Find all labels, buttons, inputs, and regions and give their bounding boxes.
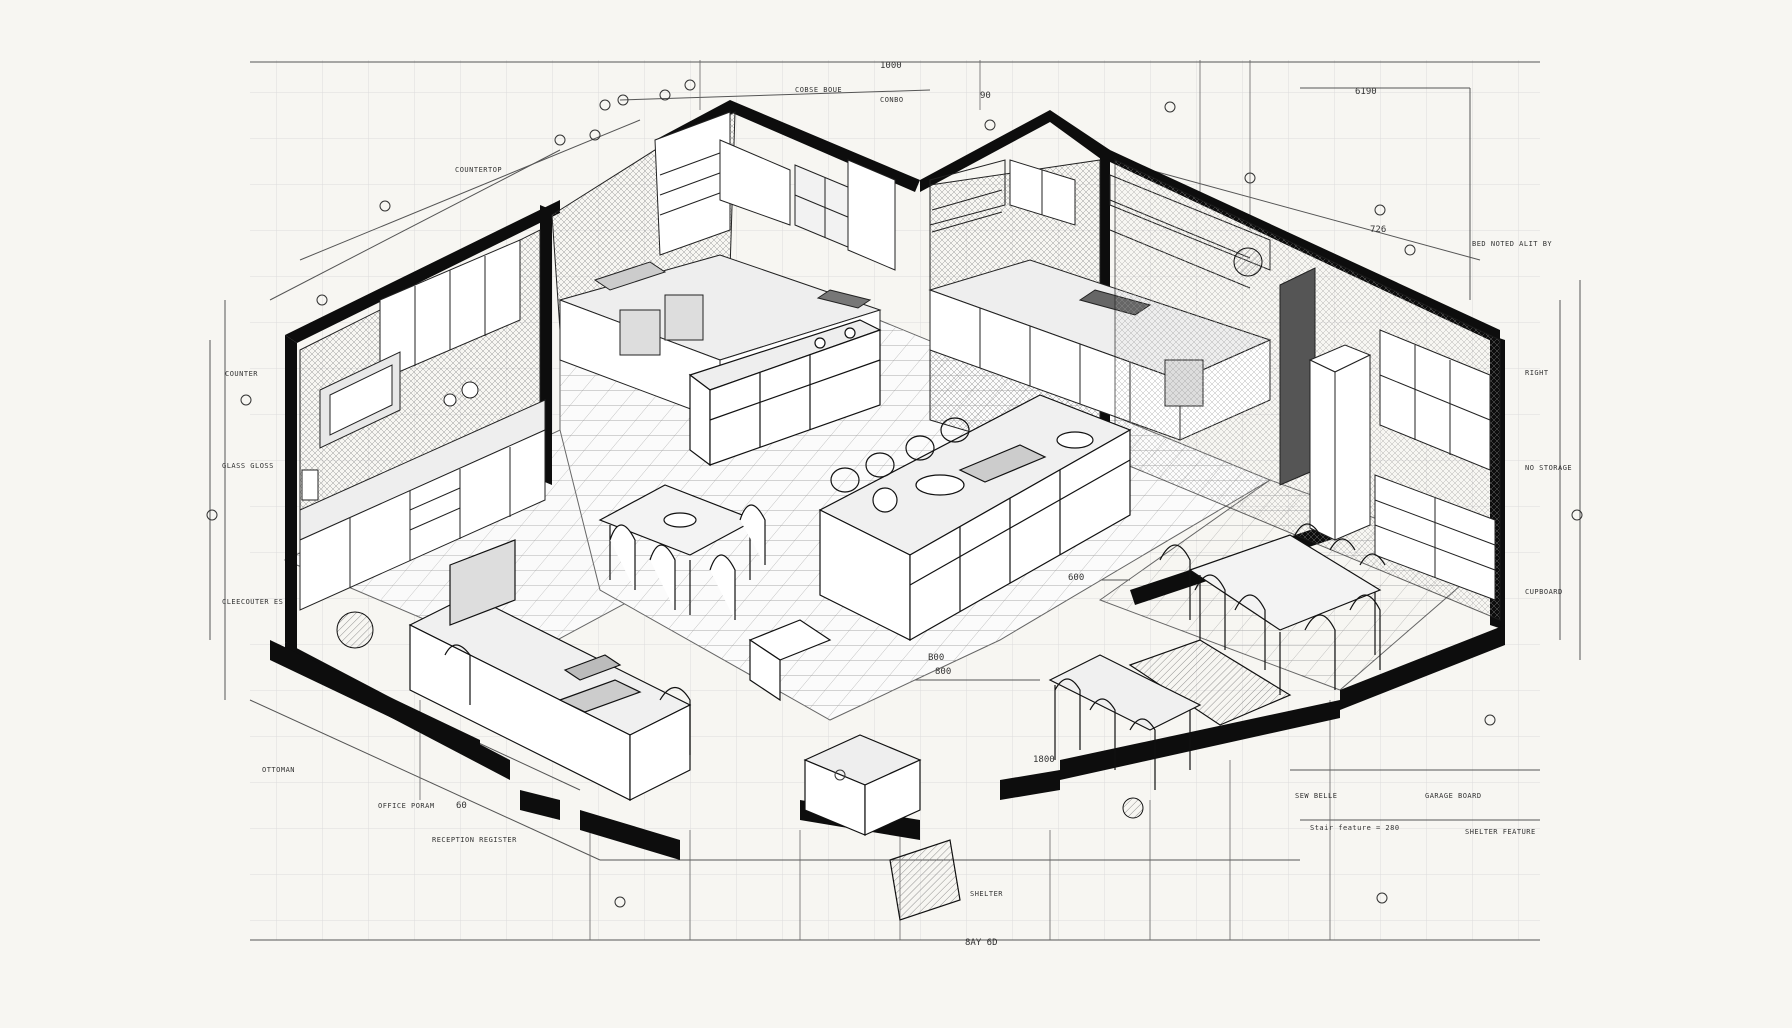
- label-floor-c: 1800: [1033, 755, 1055, 765]
- label-glass: GLASS GLOSS: [222, 462, 274, 470]
- label-sew: SEW BELLE: [1295, 792, 1337, 800]
- bottom-cabinet: [748, 619, 961, 921]
- label-garage: GARAGE BOARD: [1425, 792, 1482, 800]
- small-dining-table: [598, 484, 766, 620]
- label-top-right-dim: 6190: [1355, 87, 1377, 97]
- label-dim-60: 60: [456, 801, 467, 811]
- bar-counter: [1048, 654, 1202, 790]
- label-top-b: CONBO: [880, 96, 904, 104]
- walls: [270, 100, 1505, 860]
- label-top-dim: 1000: [880, 61, 902, 71]
- label-floor-a: B00: [928, 653, 944, 663]
- right-dining-table: [1128, 523, 1386, 726]
- label-counter: COUNTER: [225, 370, 258, 378]
- label-right-storage: NO STORAGE: [1525, 464, 1572, 472]
- label-office: OFFICE PORAM: [378, 802, 435, 810]
- label-counter-es: CLEECOUTER ES: [222, 598, 283, 606]
- label-dim-726: 726: [1370, 225, 1386, 235]
- label-stair: Stair feature = 280: [1310, 824, 1400, 832]
- label-floor-d: 600: [1068, 573, 1084, 583]
- label-right-right: RIGHT: [1525, 369, 1549, 377]
- label-ottoman: OTTOMAN: [262, 766, 295, 774]
- label-reception: RECEPTION REGISTER: [432, 836, 517, 844]
- label-right-wall-note: BED NOTED ALIT BY: [1472, 240, 1552, 248]
- plants: [336, 247, 1263, 819]
- right-room-fixtures: [1114, 159, 1501, 621]
- desk-counter: [408, 539, 692, 801]
- left-wall-kitchen: [299, 229, 546, 611]
- label-floor-b: 800: [935, 667, 951, 677]
- center-island: [688, 319, 882, 467]
- bar-stools: [830, 417, 970, 493]
- label-right-cupboard: CUPBOARD: [1525, 588, 1563, 596]
- label-shelter: SHELTER: [970, 890, 1003, 898]
- label-bottom-dim: 8AY 6D: [965, 938, 998, 948]
- label-top-c: 90: [980, 91, 991, 101]
- extension-ticks: [419, 60, 1331, 940]
- label-shelter-feature: SHELTER FEATURE: [1465, 828, 1536, 836]
- callout-markers: [206, 79, 1583, 908]
- label-top-a: COBSE BOUE: [795, 86, 842, 94]
- large-island: [818, 394, 1132, 642]
- label-countertop: COUNTERTOP: [455, 166, 502, 174]
